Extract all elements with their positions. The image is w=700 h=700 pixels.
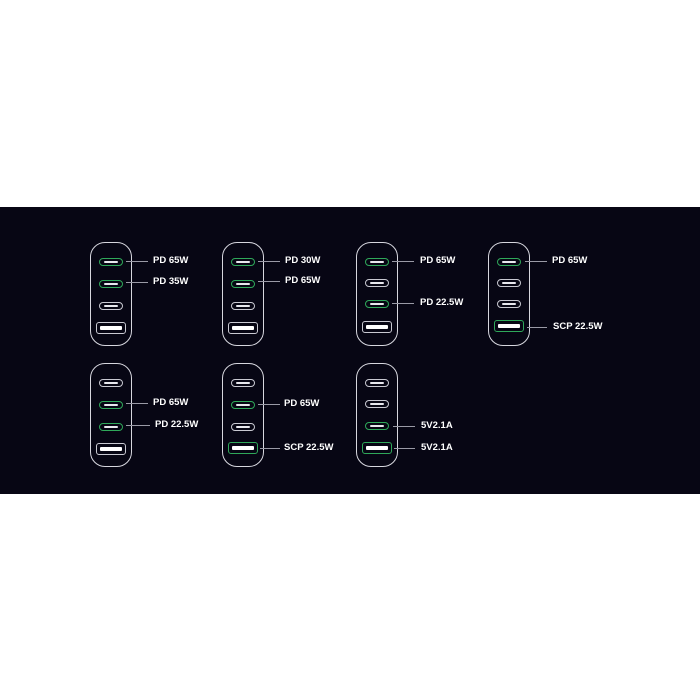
leader-line	[527, 327, 547, 328]
usb-c-port-icon	[365, 279, 389, 287]
leader-line	[392, 303, 414, 304]
charger-outline	[90, 242, 132, 346]
usb-a-port-icon	[362, 321, 392, 333]
dark-banner: PD 65W PD 35W PD 30W PD 65W PD 65W PD 22…	[0, 207, 700, 494]
usb-c-port-icon	[365, 300, 389, 308]
usb-c-port-icon	[231, 280, 255, 288]
usb-c-port-icon	[231, 423, 255, 431]
charger-outline	[488, 242, 530, 346]
usb-c-port-icon	[231, 379, 255, 387]
usb-a-port-icon	[96, 443, 126, 455]
charger-outline	[222, 242, 264, 346]
leader-line	[126, 425, 150, 426]
leader-line	[126, 282, 148, 283]
port-label: PD 65W	[552, 255, 588, 266]
usb-c-port-icon	[99, 258, 123, 266]
usb-c-port-icon	[99, 379, 123, 387]
leader-line	[260, 448, 280, 449]
usb-c-port-icon	[497, 258, 521, 266]
usb-c-port-icon	[99, 280, 123, 288]
port-label: 5V2.1A	[421, 442, 453, 453]
port-label: SCP 22.5W	[284, 442, 334, 453]
leader-line	[392, 261, 414, 262]
leader-line	[258, 404, 280, 405]
port-label: 5V2.1A	[421, 420, 453, 431]
usb-c-port-icon	[497, 279, 521, 287]
usb-c-port-icon	[99, 401, 123, 409]
leader-line	[258, 261, 280, 262]
leader-line	[393, 426, 415, 427]
port-label: PD 65W	[284, 398, 320, 409]
port-label: PD 22.5W	[420, 297, 464, 308]
usb-a-port-icon	[362, 442, 392, 454]
usb-a-port-icon	[494, 320, 524, 332]
port-label: SCP 22.5W	[553, 321, 603, 332]
leader-line	[126, 403, 148, 404]
charger-outline	[90, 363, 132, 467]
usb-c-port-icon	[231, 302, 255, 310]
usb-c-port-icon	[497, 300, 521, 308]
usb-c-port-icon	[365, 379, 389, 387]
usb-a-port-icon	[228, 442, 258, 454]
usb-c-port-icon	[365, 400, 389, 408]
leader-line	[525, 261, 547, 262]
port-label: PD 35W	[153, 276, 189, 287]
usb-c-port-icon	[231, 258, 255, 266]
leader-line	[394, 448, 415, 449]
usb-c-port-icon	[365, 258, 389, 266]
usb-c-port-icon	[231, 401, 255, 409]
usb-c-port-icon	[99, 423, 123, 431]
leader-line	[258, 281, 280, 282]
usb-c-port-icon	[99, 302, 123, 310]
charger-outline	[222, 363, 264, 467]
charger-outline	[356, 242, 398, 346]
charger-outline	[356, 363, 398, 467]
port-label: PD 30W	[285, 255, 321, 266]
usb-a-port-icon	[228, 322, 258, 334]
usb-c-port-icon	[365, 422, 389, 430]
usb-a-port-icon	[96, 322, 126, 334]
leader-line	[126, 261, 148, 262]
port-label: PD 65W	[420, 255, 456, 266]
port-label: PD 65W	[153, 255, 189, 266]
port-label: PD 65W	[153, 397, 189, 408]
port-label: PD 65W	[285, 275, 321, 286]
port-label: PD 22.5W	[155, 419, 199, 430]
